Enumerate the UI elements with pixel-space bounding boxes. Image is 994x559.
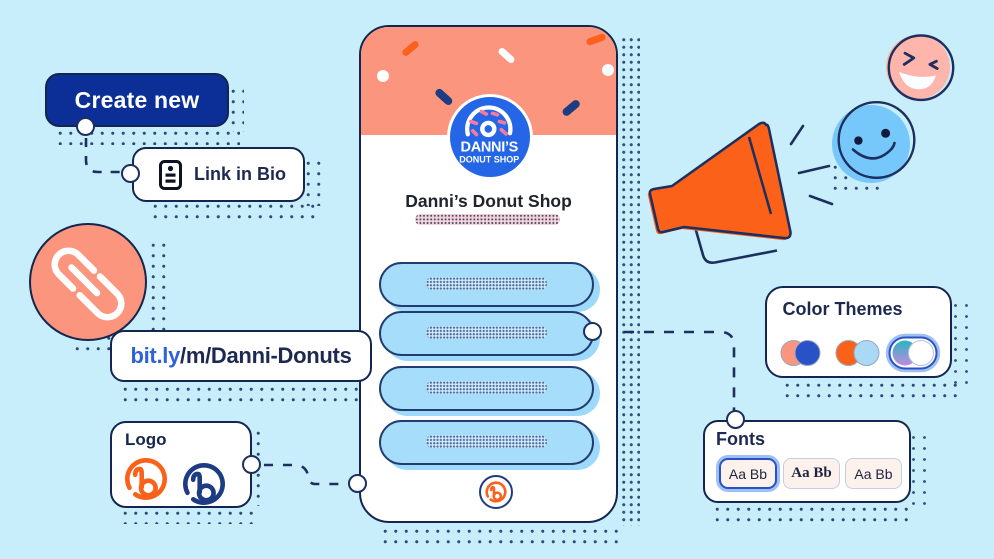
- svg-text:DONUT SHOP: DONUT SHOP: [459, 155, 519, 165]
- svg-text:DANNI’S: DANNI’S: [461, 140, 519, 156]
